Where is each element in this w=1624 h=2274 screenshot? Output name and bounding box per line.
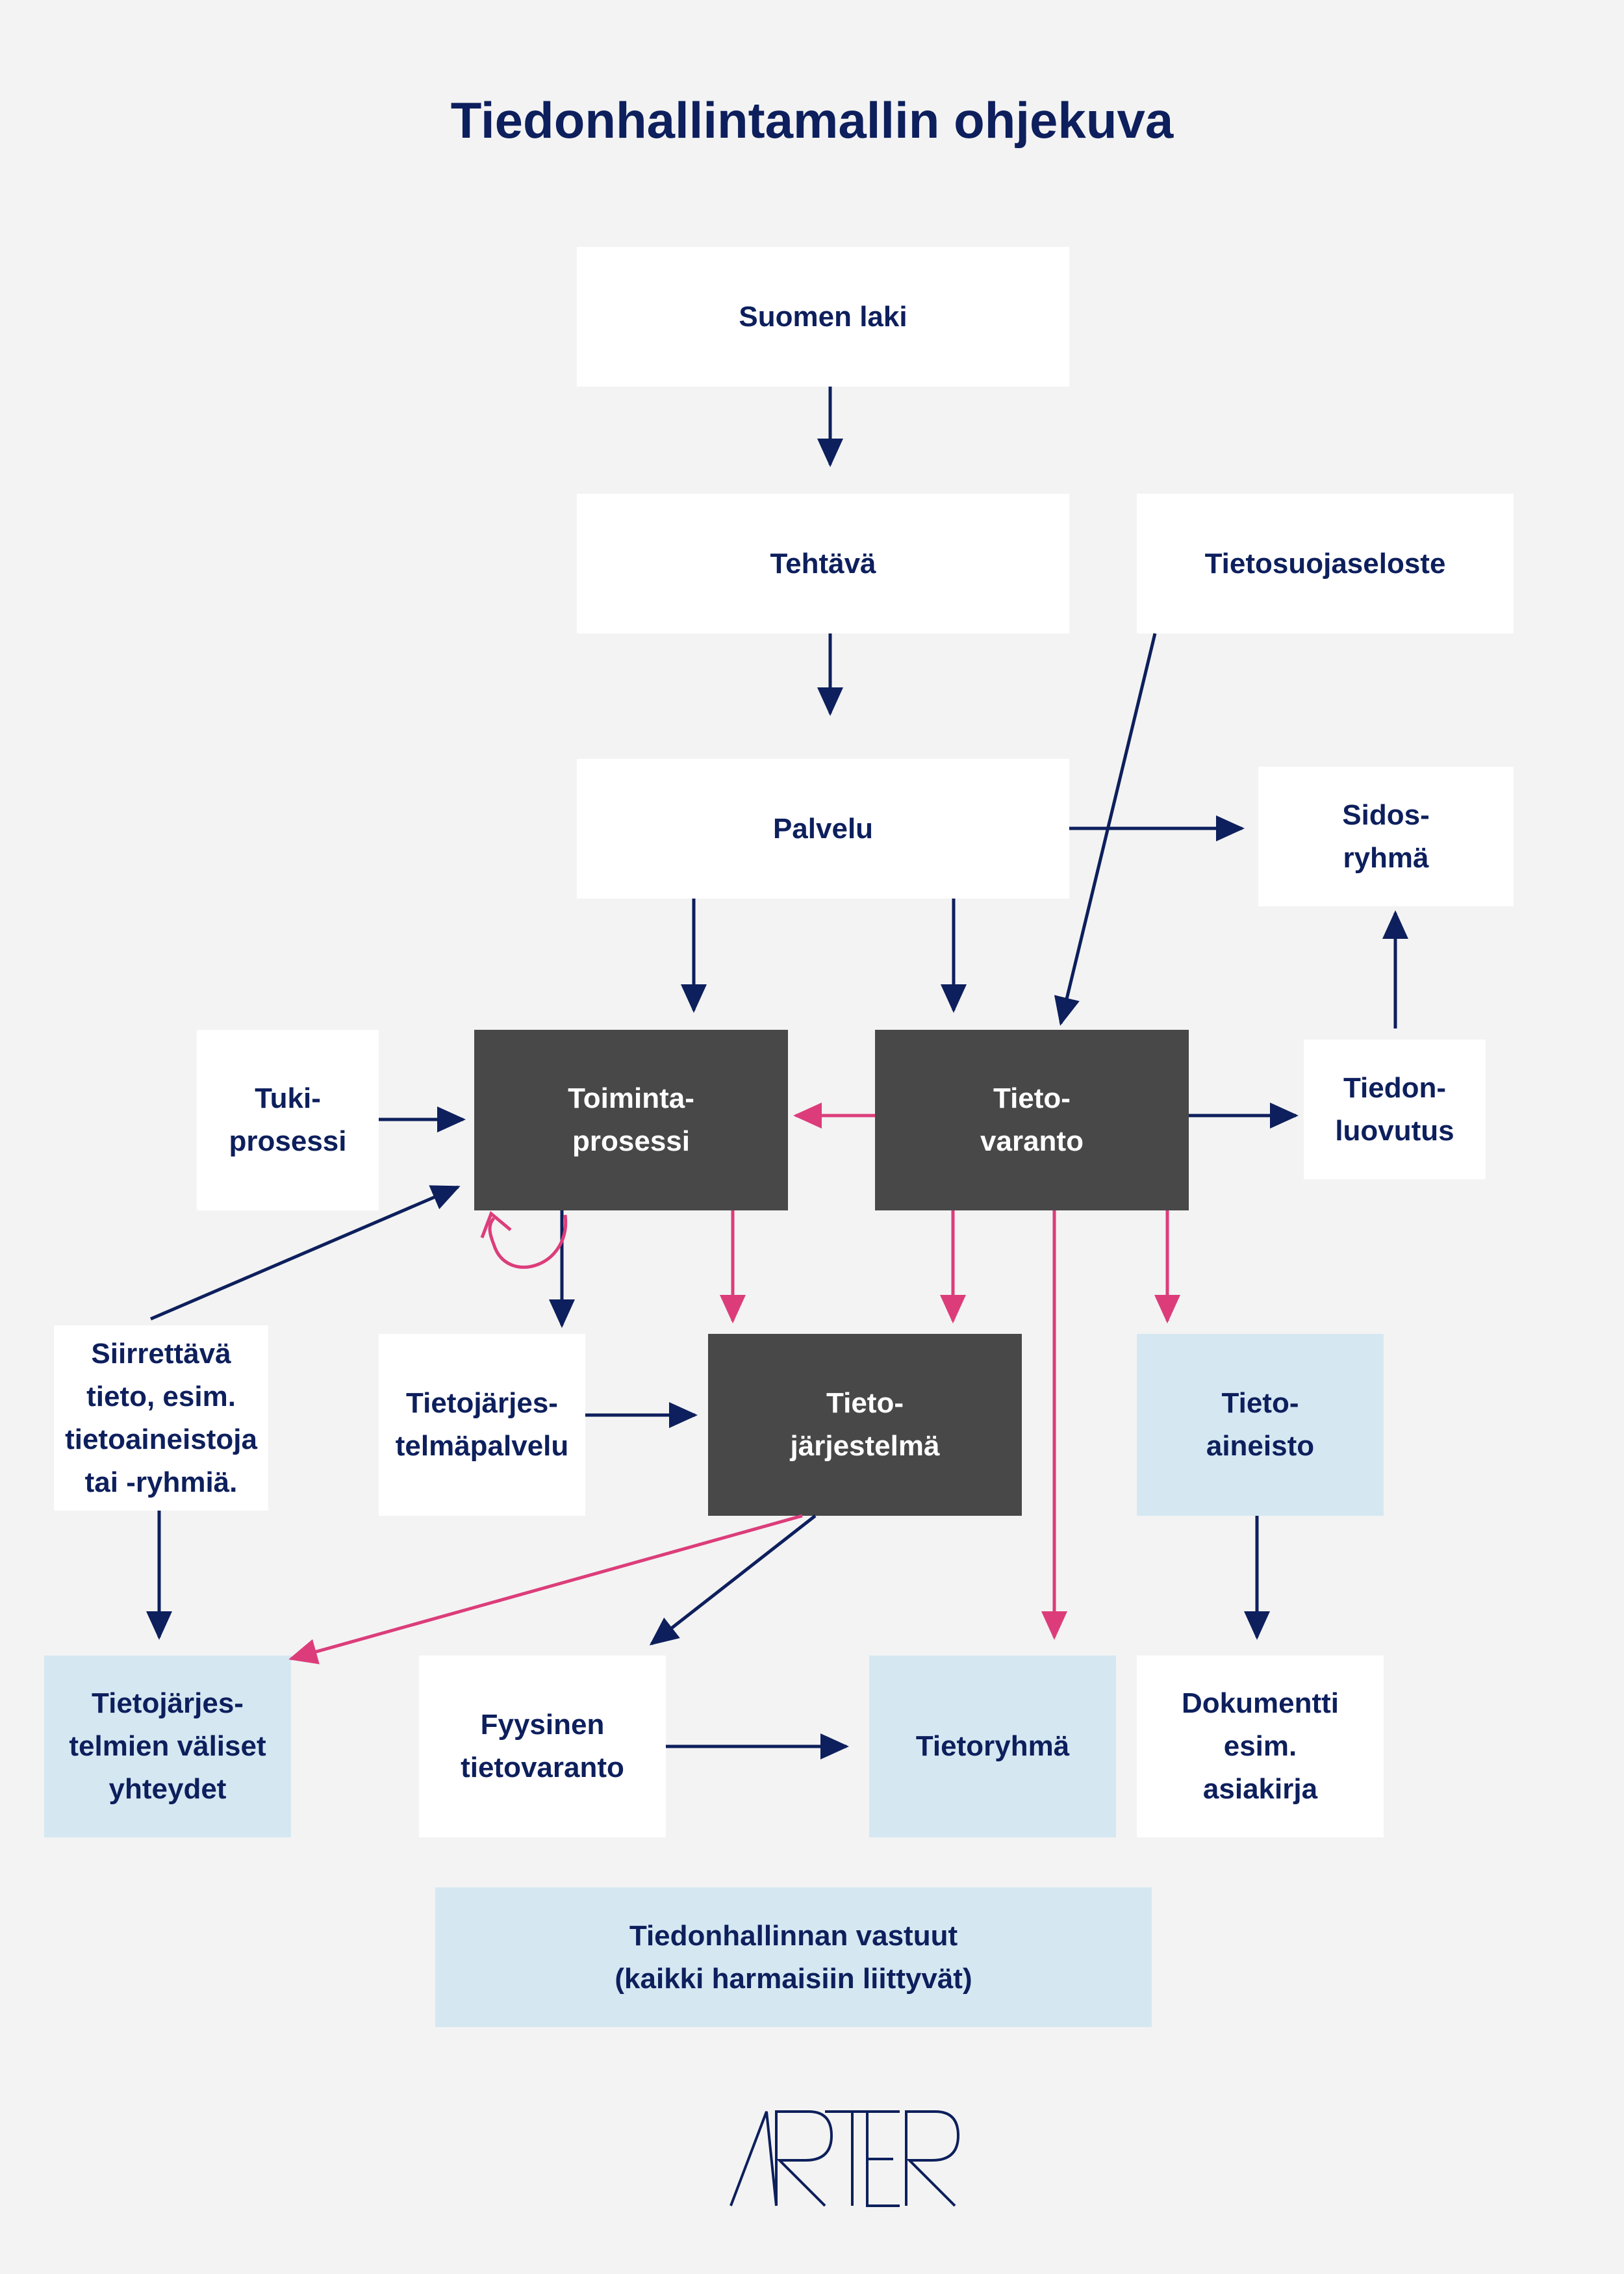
node-tietoaineisto: Tieto- aineisto (1137, 1334, 1384, 1516)
node-tietojarjestelmapalvelu: Tietojärjes- telmäpalvelu (379, 1334, 585, 1516)
node-sidosryhma: Sidos- ryhmä (1258, 767, 1514, 906)
page-title: Tiedonhallintamallin ohjekuva (450, 92, 1174, 149)
node-vastuut: Tiedonhallinnan vastuut (kaikki harmaisi… (435, 1887, 1152, 2027)
arrow-tietojarjestelma-fyysinen (649, 1514, 817, 1646)
node-tietovaranto: Tieto- varanto (875, 1030, 1189, 1210)
node-suomen-laki: Suomen laki (577, 247, 1069, 387)
node-tietosuojaseloste: Tietosuojaseloste (1137, 494, 1514, 633)
node-palvelu: Palvelu (577, 759, 1069, 899)
node-toimintaprosessi: Toiminta- prosessi (474, 1030, 788, 1210)
node-tehtava: Tehtävä (577, 494, 1069, 633)
arrow-siirrettava-toimintaprosessi (150, 1185, 461, 1321)
node-dokumentti: Dokumentti esim. asiakirja (1137, 1655, 1384, 1837)
node-tukiprosessi: Tuki- prosessi (197, 1030, 379, 1210)
node-tietojarjestelma: Tieto- järjestelmä (708, 1334, 1022, 1516)
node-tiedonluovutus: Tiedon- luovutus (1304, 1040, 1486, 1179)
node-tietojarjestelmien-yhteydet: Tietojärjes- telmien väliset yhteydet (44, 1655, 291, 1837)
node-fyysinen-tietovaranto: Fyysinen tietovaranto (419, 1655, 666, 1837)
node-tietoryhma: Tietoryhmä (869, 1655, 1116, 1837)
arrow-toimintaprosessi-loop (488, 1214, 568, 1269)
node-siirrettava-tieto: Siirrettävä tieto, esim. tietoaineistoja… (54, 1325, 268, 1511)
arrow-tietojarjestelma-yhteydet (288, 1514, 803, 1665)
arrow-toimintaprosessi-loop-head (480, 1210, 512, 1238)
arter-logo (730, 2110, 960, 2207)
